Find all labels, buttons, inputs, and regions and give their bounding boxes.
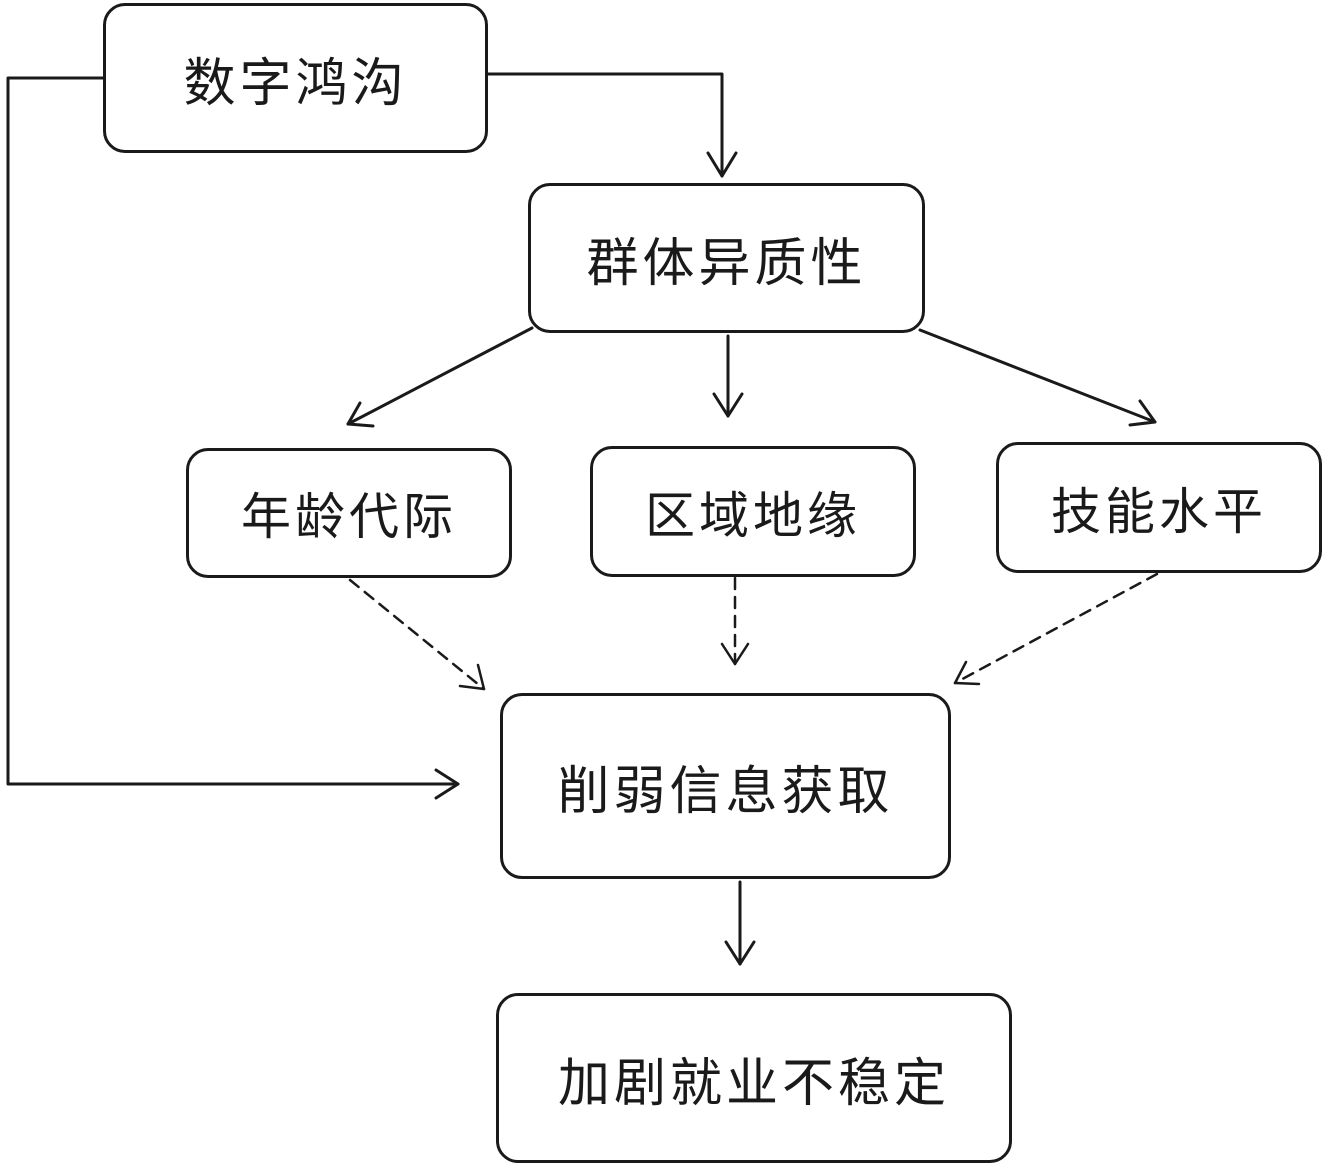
node-regional-geography: 区域地缘 [590, 446, 916, 577]
node-aggravate-employment-instability: 加剧就业不稳定 [496, 993, 1012, 1163]
node-label: 群体异质性 [586, 233, 867, 294]
node-label: 加剧就业不稳定 [557, 1053, 950, 1114]
edge-age-to-information-dashed [348, 578, 486, 691]
edge-heterogeneity-to-age [346, 326, 534, 426]
arrowhead-skill [1128, 399, 1157, 427]
arrowhead-information-left [434, 768, 460, 800]
edge-heterogeneity-to-skill [918, 328, 1157, 424]
edge-skill-to-information-dashed [953, 572, 1159, 685]
node-age-generation: 年龄代际 [186, 448, 512, 578]
arrowhead-heterogeneity [706, 151, 738, 178]
arrowhead-region [712, 392, 744, 418]
node-group-heterogeneity: 群体异质性 [528, 183, 925, 333]
arrowhead-age-to-information [458, 663, 486, 691]
arrowhead-employment [724, 940, 756, 966]
node-label: 数字鸿沟 [183, 53, 408, 114]
node-digital-divide: 数字鸿沟 [103, 3, 488, 153]
node-skill-level: 技能水平 [996, 442, 1322, 573]
node-label: 技能水平 [1051, 482, 1267, 541]
arrowhead-region-to-information [720, 642, 750, 666]
node-label: 区域地缘 [645, 486, 861, 545]
node-weaken-information-access: 削弱信息获取 [500, 693, 951, 879]
node-label: 削弱信息获取 [557, 761, 894, 822]
edge-digital-divide-to-information [6, 76, 460, 786]
arrowhead-age [346, 401, 375, 428]
arrowhead-skill-to-information [953, 660, 981, 686]
edge-digital-divide-to-heterogeneity [486, 72, 724, 178]
node-label: 年龄代际 [241, 488, 457, 546]
